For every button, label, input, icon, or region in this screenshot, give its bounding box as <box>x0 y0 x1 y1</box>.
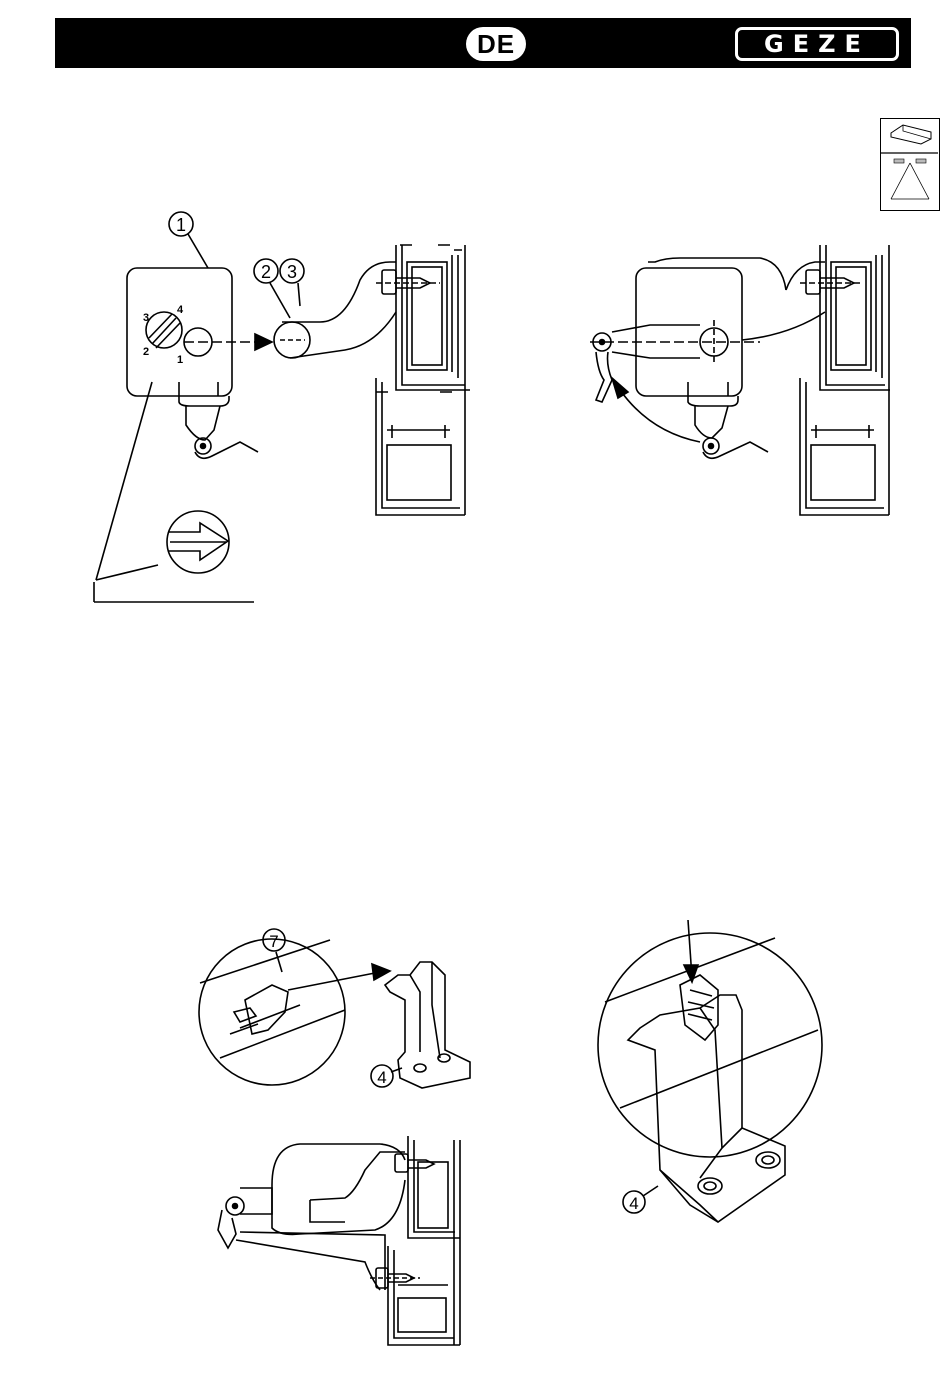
callout-4-right: 4 <box>629 1194 638 1213</box>
